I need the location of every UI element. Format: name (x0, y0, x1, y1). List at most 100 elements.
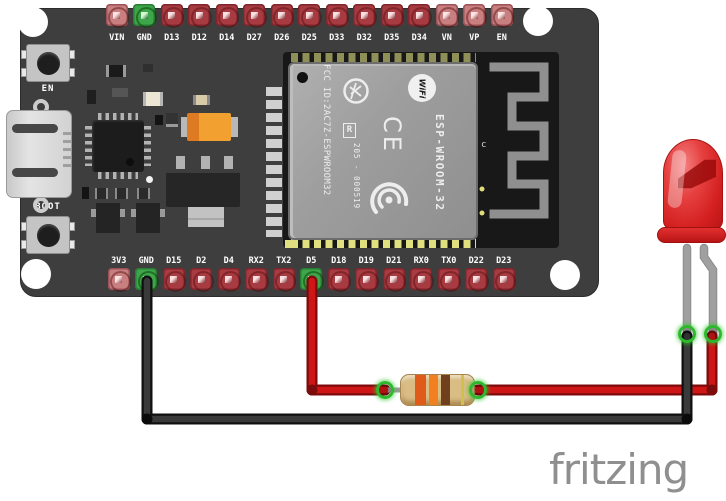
pin-pad[interactable] (190, 268, 214, 292)
pin-pad[interactable] (435, 4, 460, 28)
smd-component (143, 92, 163, 106)
chip-pins (144, 126, 151, 166)
pin-pad[interactable] (380, 4, 405, 28)
pin-pad[interactable] (355, 268, 379, 292)
header-pin-top[interactable]: D32 (351, 4, 379, 43)
wire-connector[interactable] (703, 325, 722, 343)
pin-pad[interactable] (188, 4, 212, 28)
usb-contacts (63, 132, 71, 168)
led-anode-leg (699, 243, 718, 339)
header-pin-top[interactable]: D14 (213, 4, 241, 43)
header-pin-bottom[interactable]: D15 (160, 256, 188, 292)
pin-label: TX2 (276, 256, 292, 266)
resistor-band-2 (429, 375, 438, 405)
resistor-330ohm[interactable] (400, 374, 475, 406)
header-pin-top[interactable]: VP (461, 4, 489, 43)
header-pin-bottom[interactable]: RX0 (408, 256, 436, 292)
pin-pad[interactable] (135, 268, 159, 292)
pin-pad[interactable] (162, 268, 187, 292)
chip-marker-dot (146, 176, 153, 183)
pin-label: D35 (384, 33, 400, 43)
pin-pad[interactable] (160, 4, 185, 28)
pin-label: D27 (246, 33, 262, 43)
boot-button (26, 216, 70, 254)
smd-component (87, 90, 96, 104)
header-pin-bottom[interactable]: TX2 (270, 256, 298, 292)
smd-component (115, 188, 128, 199)
header-pin-bottom[interactable]: 3V3 (105, 256, 133, 292)
header-pin-bottom[interactable]: D19 (353, 256, 381, 292)
pin-label: VIN (109, 33, 125, 43)
header-pin-top[interactable]: VN (433, 4, 461, 43)
header-pin-bottom[interactable]: GND (133, 256, 161, 292)
header-pin-bottom[interactable]: D21 (380, 256, 408, 292)
pin-pad[interactable] (270, 4, 295, 28)
esp-module-shield[interactable] (288, 62, 478, 240)
pin-pad[interactable] (492, 268, 517, 292)
pin-pad[interactable] (133, 4, 157, 28)
wire-bendpoint (706, 384, 718, 396)
fritzing-watermark: fritzing (549, 445, 689, 494)
pin-label: D2 (196, 256, 207, 266)
pin-pad[interactable] (408, 4, 432, 28)
header-pin-top[interactable]: D27 (241, 4, 269, 43)
wire-connector[interactable] (376, 381, 394, 399)
pin-pad[interactable] (353, 4, 377, 28)
resistor-band-1 (415, 375, 426, 405)
header-pin-top[interactable]: D12 (186, 4, 214, 43)
pin-pad[interactable] (327, 268, 352, 292)
header-pin-top[interactable]: EN (488, 4, 516, 43)
pin-pad[interactable] (272, 268, 297, 292)
header-pin-top[interactable]: D35 (378, 4, 406, 43)
pin-label: EN (496, 33, 507, 43)
pin-label: GND (136, 33, 152, 43)
header-pin-top[interactable]: GND (131, 4, 159, 43)
pin-pad[interactable] (300, 268, 324, 292)
pin-pad[interactable] (325, 4, 350, 28)
capacitor-pad (181, 117, 188, 137)
header-pin-top[interactable]: D34 (406, 4, 434, 43)
pin-pad[interactable] (410, 268, 434, 292)
smd-component (82, 187, 89, 199)
pin-pad[interactable] (105, 4, 130, 28)
pin-label: D18 (331, 256, 347, 266)
pin-label: D12 (191, 33, 207, 43)
en-button (26, 44, 70, 82)
pin-pad[interactable] (465, 268, 489, 292)
header-pin-bottom[interactable]: TX0 (435, 256, 463, 292)
pin-pad[interactable] (490, 4, 515, 28)
pin-pad[interactable] (437, 268, 462, 292)
mounting-hole (550, 260, 580, 290)
pin-label: RX0 (413, 256, 429, 266)
pin-pad[interactable] (245, 268, 269, 292)
pin-label: D22 (468, 256, 484, 266)
pin-pad[interactable] (463, 4, 487, 28)
header-pin-bottom[interactable]: D5 (298, 256, 326, 292)
header-pin-top[interactable]: D26 (268, 4, 296, 43)
wifi-logo-icon: WiFi (408, 74, 436, 102)
regulator-lead (201, 156, 210, 172)
wire-connector[interactable] (469, 381, 487, 399)
led-flange (657, 227, 726, 243)
header-pin-bottom[interactable]: D18 (325, 256, 353, 292)
header-pin-bottom[interactable]: D23 (490, 256, 518, 292)
pin-label: D14 (219, 33, 235, 43)
wire-connector[interactable] (678, 325, 696, 343)
header-pin-bottom[interactable]: D22 (463, 256, 491, 292)
header-pin-top[interactable]: VIN (103, 4, 131, 43)
smd-component (166, 113, 178, 127)
pin-pad[interactable] (298, 4, 322, 28)
pin-pad[interactable] (107, 268, 132, 292)
pin-pad[interactable] (217, 268, 242, 292)
pin-pad[interactable] (215, 4, 240, 28)
pin-label: GND (138, 256, 154, 266)
header-pin-top[interactable]: D33 (323, 4, 351, 43)
header-pin-bottom[interactable]: RX2 (243, 256, 271, 292)
header-pin-top[interactable]: D25 (296, 4, 324, 43)
pin-pad[interactable] (243, 4, 267, 28)
header-pin-bottom[interactable]: D4 (215, 256, 243, 292)
pin-pad[interactable] (382, 268, 407, 292)
header-pin-top[interactable]: D13 (158, 4, 186, 43)
header-pin-bottom[interactable]: D2 (188, 256, 216, 292)
signal-wire[interactable] (306, 275, 718, 396)
